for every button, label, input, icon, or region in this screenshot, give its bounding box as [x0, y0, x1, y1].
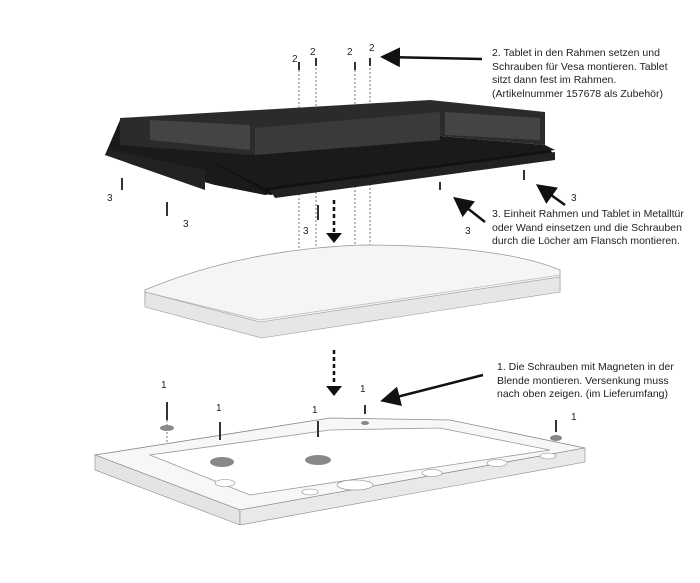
screws [121, 58, 557, 440]
label-1: 1 [571, 412, 577, 423]
label-3: 3 [107, 193, 113, 204]
step-1-note: 1. Die Schrauben mit Magneten in der Ble… [497, 361, 674, 400]
label-1: 1 [312, 405, 318, 416]
label-2: 2 [310, 47, 316, 58]
label-1: 1 [161, 380, 167, 391]
black-frame [105, 100, 555, 198]
label-1: 1 [216, 403, 222, 414]
step-3-note: 3. Einheit Rahmen und Tablet in Metalltü… [492, 208, 684, 247]
label-2: 2 [369, 43, 375, 54]
down-arrows [326, 200, 342, 396]
label-3: 3 [571, 193, 577, 204]
step-2-note: 2. Tablet in den Rahmen setzen und Schra… [492, 47, 668, 100]
label-1: 1 [360, 384, 366, 395]
label-2: 2 [292, 54, 298, 65]
label-2: 2 [347, 47, 353, 58]
callout-arrows [380, 47, 566, 406]
label-3: 3 [465, 226, 471, 237]
bezel-frame [93, 417, 586, 526]
tablet [144, 244, 561, 339]
magnets [160, 421, 562, 467]
label-3: 3 [303, 226, 309, 237]
label-3: 3 [183, 219, 189, 230]
